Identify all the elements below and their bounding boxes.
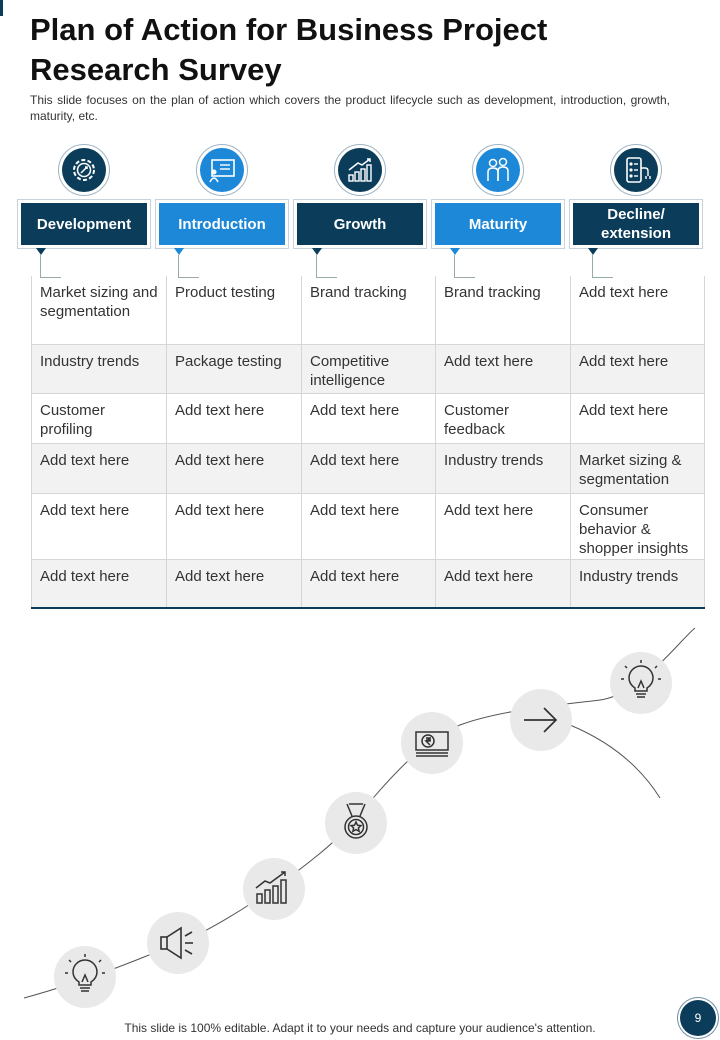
- stage-pointer: [312, 248, 322, 255]
- presentation-icon: [196, 144, 248, 196]
- table-row: Add text here Add text here Add text her…: [31, 493, 705, 560]
- table-cell: Add text here: [435, 344, 571, 394]
- table-row: Customer profiling Add text here Add tex…: [31, 393, 705, 444]
- growth-chart-icon: [334, 144, 386, 196]
- stage-pointer: [588, 248, 598, 255]
- table-cell: Consumer behavior & shopper insights: [570, 493, 705, 560]
- stage-label-decline-extension: Decline/ extension: [569, 199, 703, 249]
- stage-label-growth: Growth: [293, 199, 427, 249]
- stage-label-introduction: Introduction: [155, 199, 289, 249]
- page-number-badge: 9: [680, 1000, 716, 1036]
- table-cell: Add text here: [570, 344, 705, 394]
- footer-note: This slide is 100% editable. Adapt it to…: [124, 1021, 596, 1035]
- stage-header-row: Development Introduction: [17, 144, 704, 278]
- table-row: Add text here Add text here Add text her…: [31, 559, 705, 609]
- table-cell: Add text here: [301, 493, 436, 560]
- accent-bar: [0, 0, 3, 16]
- stage-connector: [40, 255, 61, 278]
- table-row: Industry trends Package testing Competit…: [31, 344, 705, 394]
- table-cell: Add text here: [31, 443, 167, 494]
- lightbulb-icon: [54, 946, 116, 1008]
- table-cell: Brand tracking: [435, 276, 571, 345]
- table-cell: Industry trends: [435, 443, 571, 494]
- lightbulb-icon: [610, 652, 672, 714]
- table-cell: Add text here: [31, 493, 167, 560]
- table-cell: Add text here: [31, 559, 167, 609]
- bar-chart-icon: [243, 858, 305, 920]
- table-row: Add text here Add text here Add text her…: [31, 443, 705, 494]
- stage-connector: [454, 255, 475, 278]
- table-cell: Market sizing & segmentation: [570, 443, 705, 494]
- gear-rocket-icon: [58, 144, 110, 196]
- table-cell: Add text here: [435, 493, 571, 560]
- plan-table: Market sizing and segmentation Product t…: [31, 276, 705, 609]
- table-cell: Customer feedback: [435, 393, 571, 444]
- stage-connector: [178, 255, 199, 278]
- table-cell: Add text here: [166, 559, 302, 609]
- stage-pointer: [36, 248, 46, 255]
- people-icon: [472, 144, 524, 196]
- table-cell: Market sizing and segmentation: [31, 276, 167, 345]
- table-cell: Customer profiling: [31, 393, 167, 444]
- table-cell: Add text here: [301, 393, 436, 444]
- medal-icon: [325, 792, 387, 854]
- page-subtitle: This slide focuses on the plan of action…: [30, 93, 670, 123]
- journey-graphic: [0, 610, 720, 1010]
- stage-maturity: Maturity: [431, 144, 565, 278]
- stage-connector: [592, 255, 613, 278]
- arrow-right-icon: [510, 689, 572, 751]
- table-cell: Add text here: [166, 393, 302, 444]
- control-panel-icon: [610, 144, 662, 196]
- stage-pointer: [174, 248, 184, 255]
- stage-label-maturity: Maturity: [431, 199, 565, 249]
- table-cell: Add text here: [301, 559, 436, 609]
- stage-pointer: [450, 248, 460, 255]
- table-cell: Add text here: [570, 276, 705, 345]
- table-cell: Package testing: [166, 344, 302, 394]
- stage-introduction: Introduction: [155, 144, 289, 278]
- stage-decline-extension: Decline/ extension: [569, 144, 703, 278]
- money-icon: [401, 712, 463, 774]
- stage-connector: [316, 255, 337, 278]
- table-cell: Industry trends: [570, 559, 705, 609]
- table-row: Market sizing and segmentation Product t…: [31, 276, 705, 345]
- table-cell: Brand tracking: [301, 276, 436, 345]
- stage-development: Development: [17, 144, 151, 278]
- table-cell: Competitive intelligence: [301, 344, 436, 394]
- table-cell: Add text here: [570, 393, 705, 444]
- table-cell: Add text here: [301, 443, 436, 494]
- megaphone-icon: [147, 912, 209, 974]
- page-title: Plan of Action for Business Project Rese…: [30, 12, 548, 87]
- table-cell: Add text here: [435, 559, 571, 609]
- table-cell: Add text here: [166, 443, 302, 494]
- table-cell: Add text here: [166, 493, 302, 560]
- stage-label-development: Development: [17, 199, 151, 249]
- table-cell: Industry trends: [31, 344, 167, 394]
- stage-growth: Growth: [293, 144, 427, 278]
- table-cell: Product testing: [166, 276, 302, 345]
